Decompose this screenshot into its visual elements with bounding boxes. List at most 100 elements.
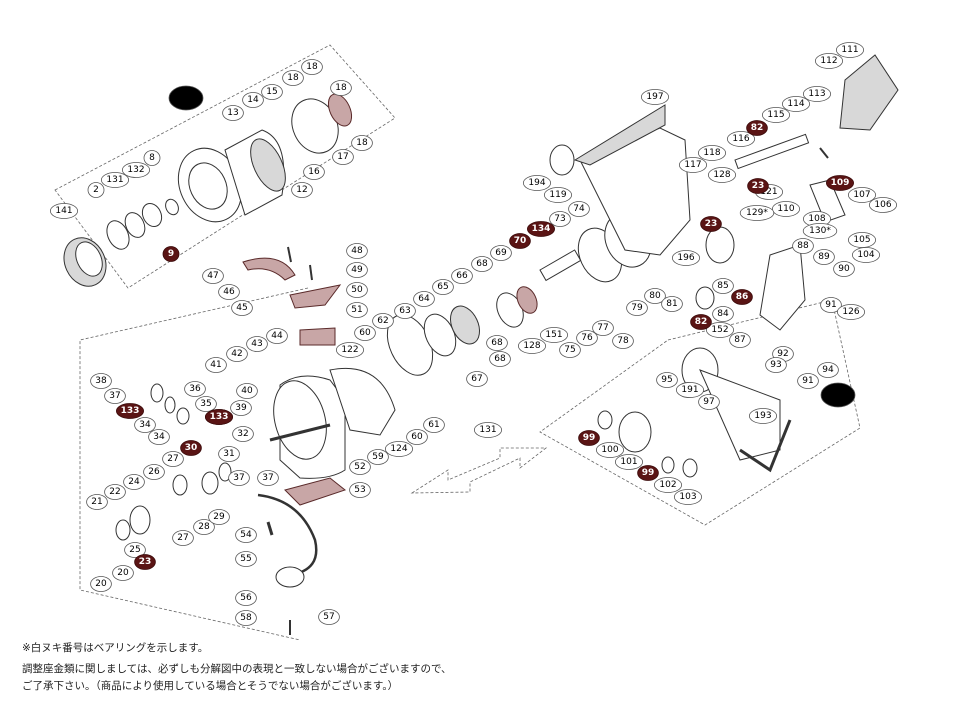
part-number-34: 34 xyxy=(148,429,170,445)
part-number-110: 110 xyxy=(772,201,801,217)
part-number-133: 133 xyxy=(116,403,145,419)
svg-text:85: 85 xyxy=(717,281,728,291)
svg-text:51: 51 xyxy=(351,305,362,315)
svg-text:64: 64 xyxy=(418,294,430,304)
svg-text:15: 15 xyxy=(266,87,277,97)
svg-text:91: 91 xyxy=(802,376,813,386)
part-number-54: 54 xyxy=(235,527,257,543)
svg-text:115: 115 xyxy=(767,110,784,120)
part-number-128: 128 xyxy=(708,167,737,183)
assembly-callout-212: 212 xyxy=(820,382,856,408)
svg-text:117: 117 xyxy=(684,160,701,170)
svg-text:66: 66 xyxy=(456,271,468,281)
svg-text:18: 18 xyxy=(356,138,368,148)
part-number-80: 80 xyxy=(644,288,666,304)
svg-text:29: 29 xyxy=(213,512,225,522)
svg-text:133: 133 xyxy=(121,406,140,416)
svg-text:20: 20 xyxy=(95,579,107,589)
washer xyxy=(165,198,179,216)
part-number-105: 105 xyxy=(848,232,877,248)
svg-text:63: 63 xyxy=(399,306,410,316)
svg-text:34: 34 xyxy=(153,432,165,442)
assembly-callout-211: 211 xyxy=(168,85,204,111)
part-number-22: 22 xyxy=(104,484,126,500)
svg-text:151: 151 xyxy=(545,330,562,340)
svg-text:130*: 130* xyxy=(809,226,831,236)
part-number-152: 152 xyxy=(706,322,735,338)
washer xyxy=(115,519,131,541)
one-way-clutch xyxy=(449,305,481,345)
rotor xyxy=(273,367,396,479)
svg-text:106: 106 xyxy=(874,200,891,210)
part-number-70: 70 xyxy=(509,233,531,249)
svg-text:68: 68 xyxy=(491,338,503,348)
svg-text:41: 41 xyxy=(210,360,221,370)
part-number-55: 55 xyxy=(235,551,257,567)
part-number-30: 30 xyxy=(180,440,202,456)
svg-text:211: 211 xyxy=(177,93,194,103)
part-number-13: 13 xyxy=(222,105,244,121)
part-number-26: 26 xyxy=(143,464,165,480)
svg-text:69: 69 xyxy=(495,248,507,258)
svg-text:59: 59 xyxy=(372,452,384,462)
svg-text:20: 20 xyxy=(117,568,129,578)
bearing-note: ※白ヌキ番号はベアリングを示します。 xyxy=(22,642,209,654)
part-number-86: 86 xyxy=(731,289,753,305)
part-number-191: 191 xyxy=(676,382,705,398)
collar xyxy=(516,286,538,314)
bearing xyxy=(201,471,219,495)
svg-text:35: 35 xyxy=(200,399,211,409)
washer xyxy=(176,407,190,425)
part-number-36: 36 xyxy=(184,381,206,397)
svg-text:99: 99 xyxy=(583,433,596,443)
part-number-107: 107 xyxy=(848,187,877,203)
svg-text:56: 56 xyxy=(240,593,252,603)
svg-text:109: 109 xyxy=(831,178,850,188)
part-number-48: 48 xyxy=(346,243,368,259)
part-number-94: 94 xyxy=(817,362,839,378)
part-number-27: 27 xyxy=(172,530,194,546)
part-number-65: 65 xyxy=(432,279,454,295)
drive-gear-right xyxy=(705,226,735,264)
part-number-126: 126 xyxy=(837,304,866,320)
svg-text:23: 23 xyxy=(139,557,152,567)
part-number-134: 134 xyxy=(527,221,556,237)
svg-text:55: 55 xyxy=(240,554,251,564)
part-number-59: 59 xyxy=(367,449,389,465)
part-number-58: 58 xyxy=(235,610,257,626)
svg-text:31: 31 xyxy=(223,449,234,459)
body-guard xyxy=(759,244,806,331)
part-number-18: 18 xyxy=(301,59,323,75)
svg-text:100: 100 xyxy=(601,445,618,455)
bail-holder xyxy=(299,327,336,346)
svg-text:90: 90 xyxy=(838,264,850,274)
svg-text:95: 95 xyxy=(661,375,672,385)
svg-text:16: 16 xyxy=(308,167,320,177)
part-number-68: 68 xyxy=(489,351,511,367)
worm-shaft xyxy=(734,133,810,170)
svg-text:93: 93 xyxy=(770,360,781,370)
part-number-129-star: 129* xyxy=(739,205,775,221)
part-number-131: 131 xyxy=(473,422,502,438)
svg-text:62: 62 xyxy=(377,316,388,326)
part-number-100: 100 xyxy=(596,442,625,458)
part-number-82: 82 xyxy=(690,314,712,330)
part-number-37: 37 xyxy=(228,470,250,486)
part-number-196: 196 xyxy=(672,250,701,266)
part-number-44: 44 xyxy=(266,328,288,344)
svg-text:128: 128 xyxy=(523,341,540,351)
part-number-42: 42 xyxy=(226,346,248,362)
svg-text:43: 43 xyxy=(251,339,262,349)
part-number-131: 131 xyxy=(101,172,130,188)
svg-text:30: 30 xyxy=(185,443,198,453)
part-number-90: 90 xyxy=(833,261,855,277)
part-number-61: 61 xyxy=(423,417,445,433)
part-number-197: 197 xyxy=(641,89,670,105)
svg-text:37: 37 xyxy=(262,473,273,483)
svg-text:197: 197 xyxy=(646,92,663,102)
part-number-66: 66 xyxy=(451,268,473,284)
washer-note: 調整座金類に関しましては、必ずしも分解図中の表現と一致しない場合がございますので… xyxy=(22,663,452,675)
washer xyxy=(164,396,176,414)
part-number-62: 62 xyxy=(372,313,394,329)
svg-text:81: 81 xyxy=(666,299,677,309)
